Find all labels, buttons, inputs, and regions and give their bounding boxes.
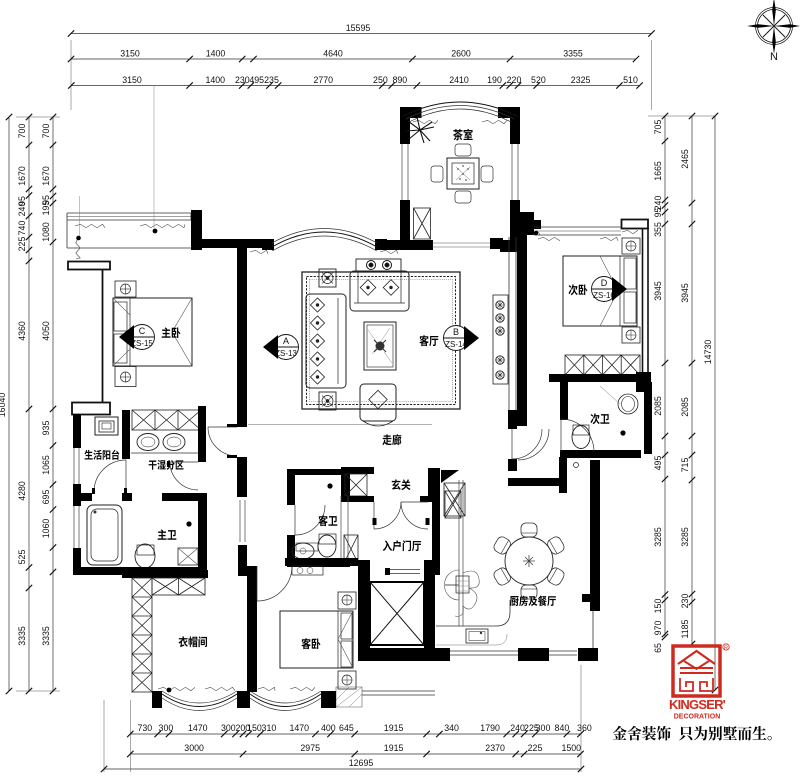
svg-text:14730: 14730	[703, 340, 713, 365]
svg-text:2600: 2600	[451, 49, 471, 59]
svg-text:R: R	[724, 646, 728, 652]
svg-text:KINGSER': KINGSER'	[669, 697, 726, 712]
svg-text:3335: 3335	[17, 626, 27, 646]
svg-text:935: 935	[41, 421, 51, 436]
svg-text:95: 95	[41, 195, 51, 205]
svg-text:ZS-15: ZS-15	[131, 339, 153, 348]
svg-text:ZS-16: ZS-16	[593, 291, 615, 300]
svg-text:4050: 4050	[41, 321, 51, 341]
svg-text:695: 695	[41, 490, 51, 505]
svg-text:C: C	[139, 326, 146, 336]
svg-text:N: N	[770, 51, 778, 63]
svg-text:360: 360	[577, 723, 592, 733]
svg-text:240: 240	[653, 196, 663, 211]
svg-text:970: 970	[653, 621, 663, 636]
svg-text:2465: 2465	[680, 149, 690, 169]
svg-text:12695: 12695	[349, 758, 374, 768]
svg-text:250: 250	[373, 75, 388, 85]
svg-text:2325: 2325	[571, 75, 591, 85]
svg-text:220: 220	[507, 75, 522, 85]
svg-text:DECORATION: DECORATION	[674, 714, 721, 721]
svg-text:740: 740	[17, 221, 27, 236]
svg-text:ZS-13: ZS-13	[275, 349, 297, 358]
svg-text:225: 225	[17, 237, 27, 252]
svg-text:2085: 2085	[653, 396, 663, 416]
svg-text:4640: 4640	[323, 49, 343, 59]
svg-text:225: 225	[528, 743, 543, 753]
svg-text:1065: 1065	[41, 455, 51, 475]
svg-text:1790: 1790	[480, 723, 500, 733]
svg-text:3150: 3150	[120, 49, 140, 59]
svg-text:1500: 1500	[562, 743, 582, 753]
svg-text:A: A	[283, 336, 289, 346]
svg-text:3285: 3285	[653, 527, 663, 547]
svg-text:D: D	[601, 278, 608, 288]
svg-text:3285: 3285	[680, 527, 690, 547]
svg-text:B: B	[453, 327, 459, 337]
svg-text:1080: 1080	[41, 222, 51, 242]
svg-text:4360: 4360	[17, 321, 27, 341]
svg-text:700: 700	[17, 124, 27, 139]
svg-text:520: 520	[531, 75, 546, 85]
svg-text:1470: 1470	[290, 723, 310, 733]
svg-text:240: 240	[17, 202, 27, 217]
svg-text:1670: 1670	[17, 166, 27, 186]
svg-text:3150: 3150	[122, 75, 142, 85]
svg-text:1470: 1470	[188, 723, 208, 733]
svg-text:1400: 1400	[206, 75, 226, 85]
svg-text:ZS-14: ZS-14	[445, 340, 467, 349]
svg-text:495: 495	[653, 456, 663, 471]
svg-text:2370: 2370	[485, 743, 505, 753]
svg-text:150: 150	[653, 599, 663, 614]
svg-text:340: 340	[444, 723, 459, 733]
svg-text:645: 645	[339, 723, 354, 733]
svg-text:2085: 2085	[680, 397, 690, 417]
svg-text:3945: 3945	[653, 281, 663, 301]
svg-text:95: 95	[653, 208, 663, 218]
svg-text:1670: 1670	[41, 166, 51, 186]
svg-text:1060: 1060	[41, 519, 51, 539]
svg-text:95: 95	[17, 196, 27, 206]
svg-text:200: 200	[235, 723, 250, 733]
svg-text:300: 300	[221, 723, 236, 733]
svg-text:2770: 2770	[314, 75, 334, 85]
svg-text:195: 195	[41, 201, 51, 216]
svg-text:715: 715	[680, 458, 690, 473]
svg-text:2410: 2410	[449, 75, 469, 85]
svg-text:495: 495	[249, 75, 264, 85]
svg-text:525: 525	[17, 550, 27, 565]
svg-text:65: 65	[653, 643, 663, 653]
svg-text:840: 840	[555, 723, 570, 733]
svg-text:700: 700	[41, 124, 51, 139]
svg-text:300: 300	[536, 723, 551, 733]
svg-text:15595: 15595	[346, 23, 371, 33]
svg-text:230: 230	[680, 594, 690, 609]
svg-text:240: 240	[510, 723, 525, 733]
svg-text:1185: 1185	[680, 619, 690, 638]
svg-text:890: 890	[392, 75, 407, 85]
svg-text:230: 230	[235, 75, 250, 85]
svg-text:510: 510	[623, 75, 638, 85]
svg-text:2975: 2975	[300, 743, 320, 753]
svg-text:1915: 1915	[384, 723, 404, 733]
svg-text:705: 705	[653, 120, 663, 135]
svg-text:3000: 3000	[184, 743, 204, 753]
svg-text:3335: 3335	[41, 626, 51, 646]
svg-text:16040: 16040	[0, 393, 7, 418]
svg-text:4280: 4280	[17, 481, 27, 501]
svg-text:355: 355	[653, 222, 663, 237]
svg-text:190: 190	[487, 75, 502, 85]
svg-text:1400: 1400	[206, 49, 226, 59]
svg-text:3945: 3945	[680, 283, 690, 303]
svg-text:1915: 1915	[384, 743, 404, 753]
svg-text:1665: 1665	[653, 161, 663, 181]
svg-text:3355: 3355	[563, 49, 583, 59]
svg-text:730: 730	[137, 723, 152, 733]
svg-text:300: 300	[159, 723, 174, 733]
svg-text:225: 225	[524, 723, 539, 733]
svg-text:235: 235	[264, 75, 279, 85]
svg-text:310: 310	[262, 723, 277, 733]
svg-text:150: 150	[247, 723, 262, 733]
svg-text:400: 400	[321, 723, 336, 733]
